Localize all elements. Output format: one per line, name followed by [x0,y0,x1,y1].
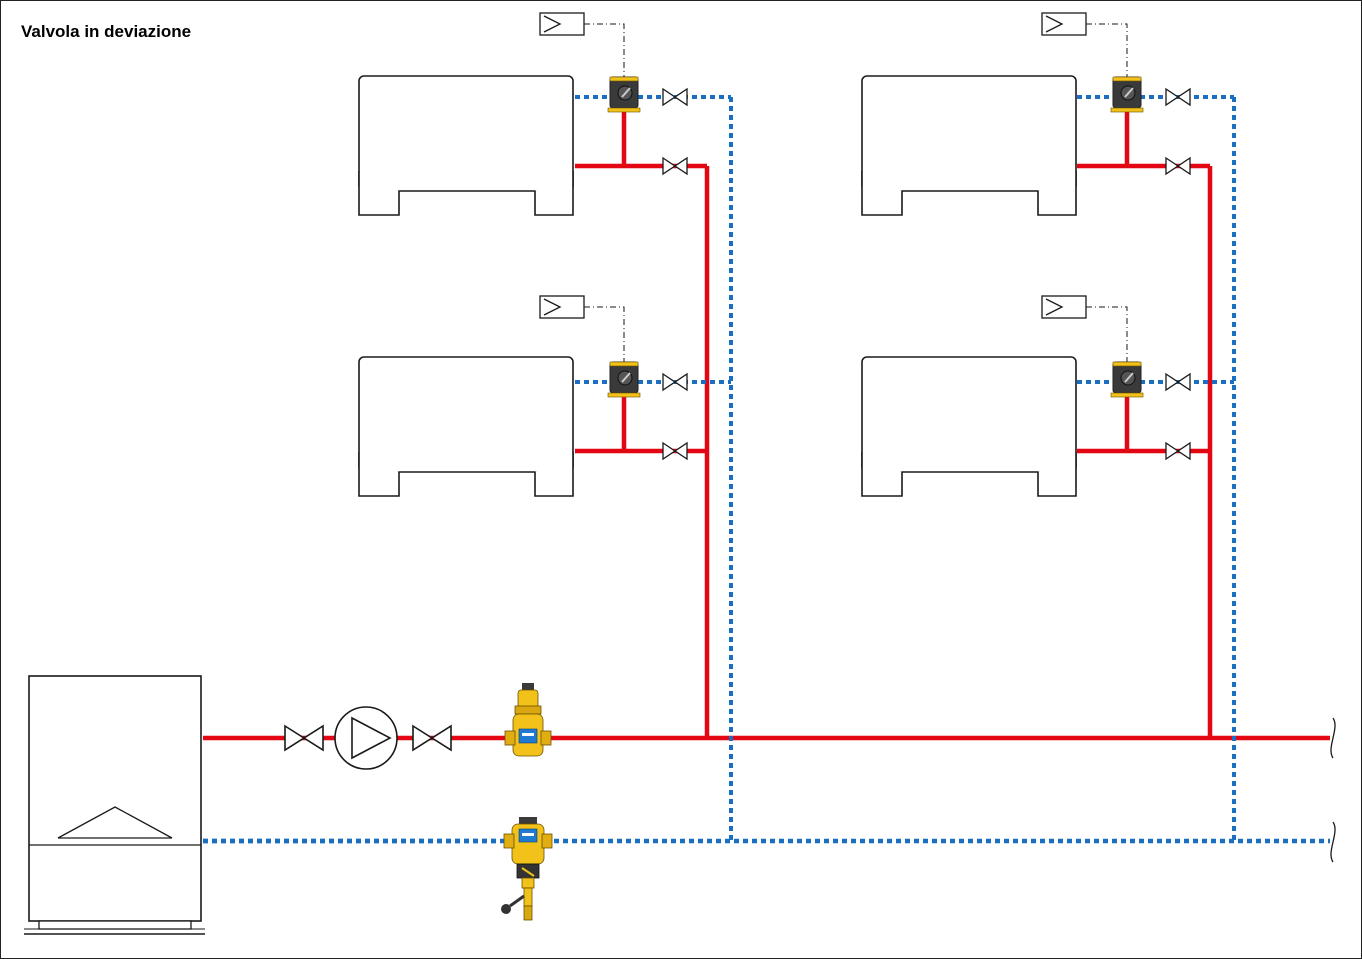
diverting-valve-icon [1110,361,1144,398]
diverting-valve-icon [607,76,641,113]
gate-valve-icon [1165,442,1191,460]
air-separator-icon [504,683,552,757]
dirt-separator-icon [501,817,553,921]
thermostat-icon [1041,12,1087,36]
gate-valve-icon [1165,88,1191,106]
thermostat-icon [539,12,585,36]
gate-valve-icon [284,725,324,751]
thermostat-icon [539,295,585,319]
boiler-icon [24,675,205,935]
fan-coil-1 [358,75,574,216]
pipe-break-return [1330,821,1336,863]
control-lines [584,23,1128,365]
fan-coil-2 [358,356,574,497]
gate-valve-icon [662,373,688,391]
pipe-break-supply [1330,717,1336,759]
diverting-valve-icon [607,361,641,398]
gate-valve-icon [662,88,688,106]
gate-valve-icon [662,157,688,175]
gate-valve-icon [1165,157,1191,175]
diagram-title: Valvola in deviazione [21,22,192,41]
fan-coil-3 [861,75,1077,216]
circulator-pump-icon [334,706,398,770]
gate-valve-icon [412,725,452,751]
gate-valve-icon [1165,373,1191,391]
diverting-valve-icon [1110,76,1144,113]
thermostat-icon [1041,295,1087,319]
gate-valve-icon [662,442,688,460]
fan-coil-4 [861,356,1077,497]
